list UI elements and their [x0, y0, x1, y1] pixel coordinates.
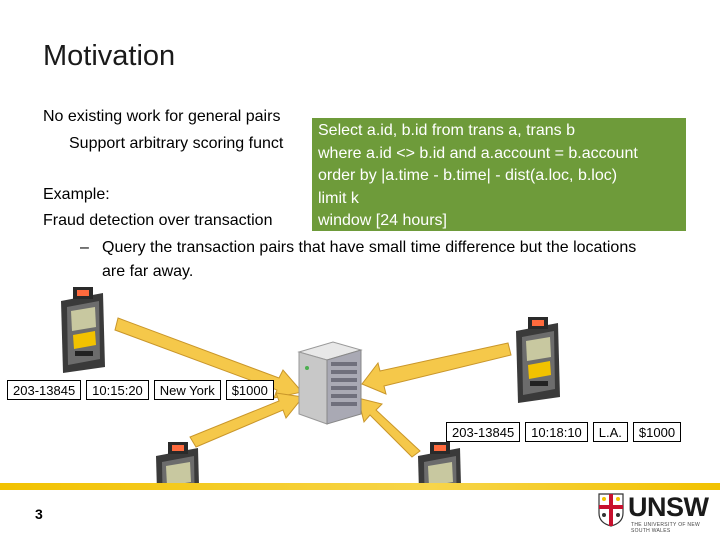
body-line-1: No existing work for general pairs — [43, 108, 280, 126]
server-icon — [297, 341, 363, 425]
transaction-time: 10:15:20 — [86, 380, 149, 400]
slide-title: Motivation — [43, 40, 176, 72]
atm-icon — [61, 287, 105, 373]
transaction-row-1: 203-13845 10:15:20 New York $1000 — [7, 380, 274, 400]
page-number: 3 — [35, 506, 43, 522]
sql-line: where a.id <> b.id and a.account = b.acc… — [318, 144, 638, 162]
transaction-location: New York — [153, 380, 221, 400]
arrow-from-right-atm — [361, 342, 512, 395]
bullet-text: Query the transaction pairs that have sm… — [102, 239, 637, 280]
sql-line: window [24 hours] — [318, 212, 447, 230]
transaction-row-2: 203-13845 10:18:10 L.A. $1000 — [446, 422, 682, 442]
sql-line: Select a.id, b.id from trans a, trans b — [318, 122, 576, 139]
sql-line: order by |a.time - b.time| - dist(a.loc,… — [318, 167, 618, 185]
transaction-amount: $1000 — [225, 380, 274, 400]
transaction-amount: $1000 — [632, 422, 682, 442]
sql-query-box: Select a.id, b.id from trans a, trans b … — [312, 118, 686, 231]
arrow-from-bottom-right-atm — [357, 397, 421, 458]
transaction-account: 203-13845 — [446, 422, 521, 442]
body-line-1-text: No existing work for general pairs — [43, 108, 281, 125]
transaction-account: 203-13845 — [7, 380, 82, 400]
arrow-from-bottom-left-atm — [189, 392, 304, 448]
transaction-location: L.A. — [592, 422, 628, 442]
atm-icon — [516, 317, 560, 403]
transaction-time: 10:18:10 — [525, 422, 588, 442]
sql-line: limit k — [318, 189, 359, 207]
example-label: Example: — [43, 186, 110, 203]
unsw-crest-icon — [598, 493, 624, 527]
bullet-marker: – — [80, 239, 89, 256]
unsw-logo-subtitle: THE UNIVERSITY OF NEW SOUTH WALES — [631, 522, 700, 534]
body-line-2: Support arbitrary scoring funct — [69, 135, 284, 152]
unsw-logo: UNSW — [628, 492, 709, 522]
fraud-detection-line: Fraud detection over transaction — [43, 212, 273, 229]
footer-bar — [0, 483, 720, 490]
